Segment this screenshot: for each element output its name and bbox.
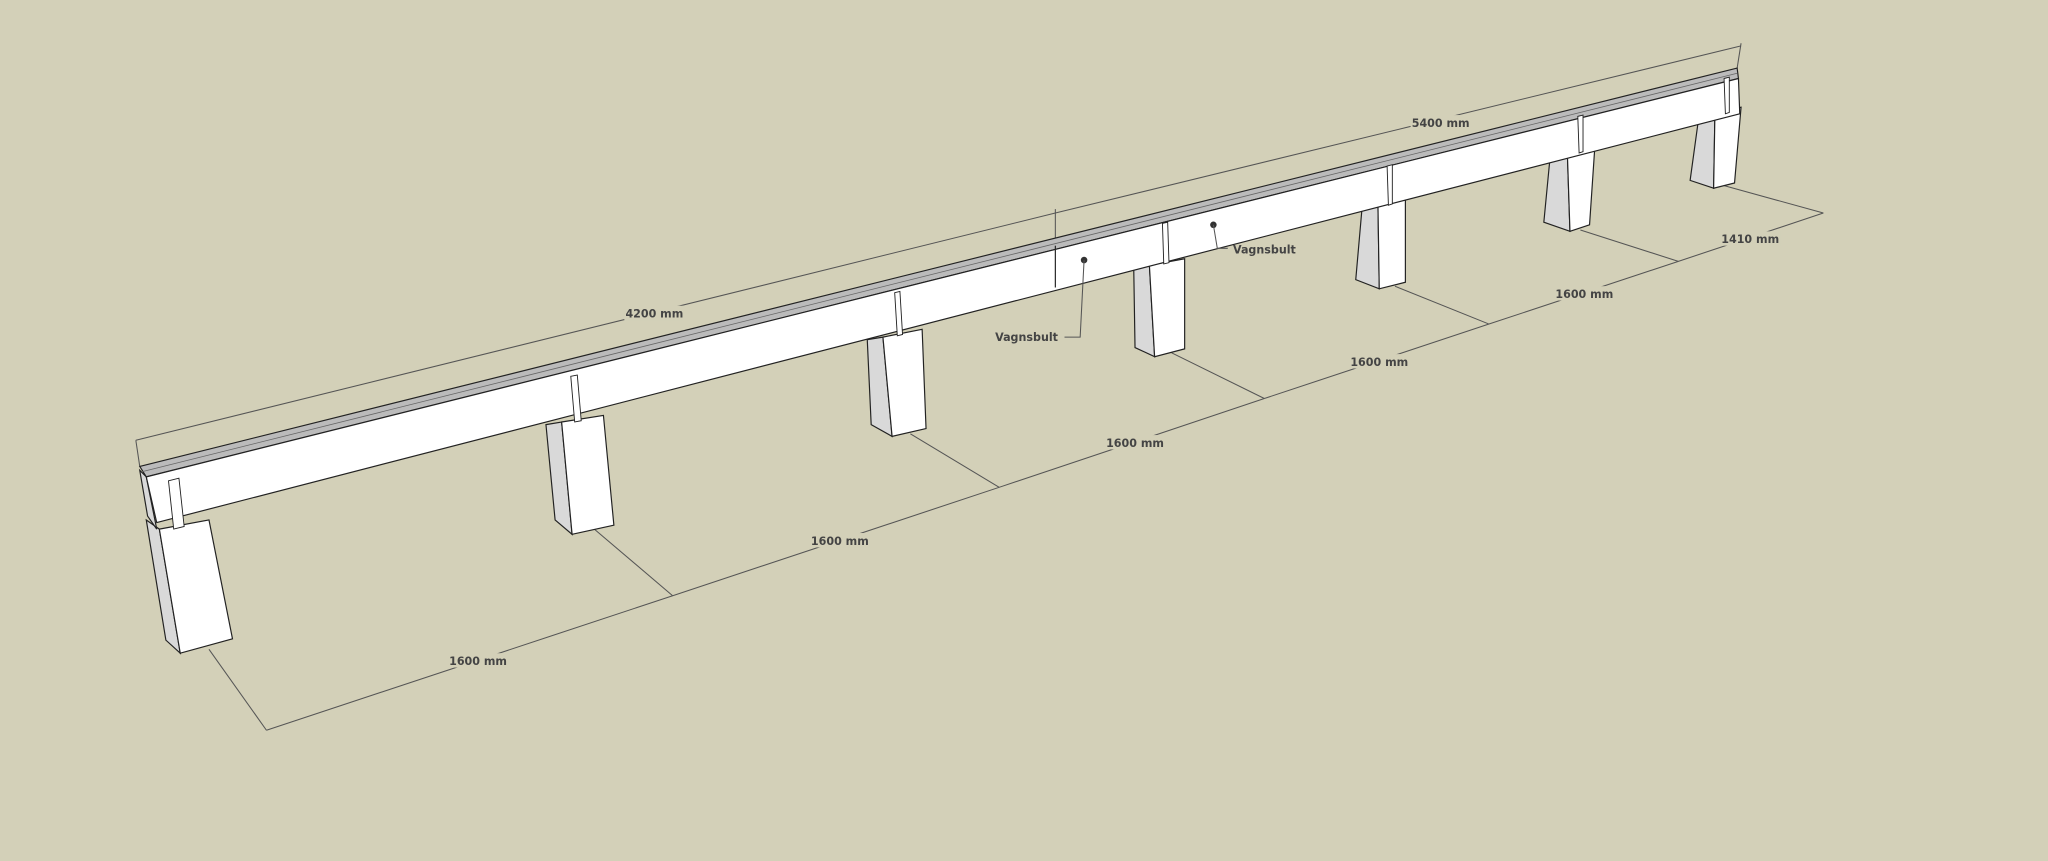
brackets bbox=[167, 76, 1730, 530]
post-4 bbox=[1133, 258, 1186, 358]
callout-label-left: Vagnsbult bbox=[995, 331, 1059, 344]
post-3 bbox=[866, 328, 927, 438]
dimension-label-spacing-6: 1410 mm bbox=[1721, 233, 1779, 246]
post-5 bbox=[1355, 199, 1406, 290]
callout-right: Vagnsbult bbox=[1210, 221, 1297, 257]
post-6 bbox=[1543, 147, 1596, 233]
dimension-label-spacing-4: 1600 mm bbox=[1350, 356, 1408, 369]
callout-label-right: Vagnsbult bbox=[1233, 244, 1297, 257]
dimension-label-spacing-5: 1600 mm bbox=[1555, 288, 1613, 301]
dimension-label-spacing-1: 1600 mm bbox=[449, 655, 507, 668]
beam bbox=[138, 67, 1741, 530]
callout-left: Vagnsbult bbox=[995, 256, 1088, 344]
dimension-label-spacing-3: 1600 mm bbox=[1106, 437, 1164, 450]
dimension-label-5400: 5400 mm bbox=[1412, 117, 1470, 130]
spacing-dimension-chain bbox=[208, 185, 1824, 731]
dimension-label-spacing-2: 1600 mm bbox=[811, 535, 869, 548]
post-2 bbox=[545, 414, 615, 536]
bolt-marker-icon bbox=[1080, 256, 1088, 264]
posts bbox=[145, 106, 1742, 655]
post-1 bbox=[145, 518, 234, 655]
bolt-marker-icon bbox=[1210, 221, 1217, 229]
dimension-labels: 4200 mm 5400 mm 1600 mm 1600 mm 1600 mm … bbox=[448, 115, 1781, 668]
dimension-label-4200: 4200 mm bbox=[625, 308, 683, 321]
